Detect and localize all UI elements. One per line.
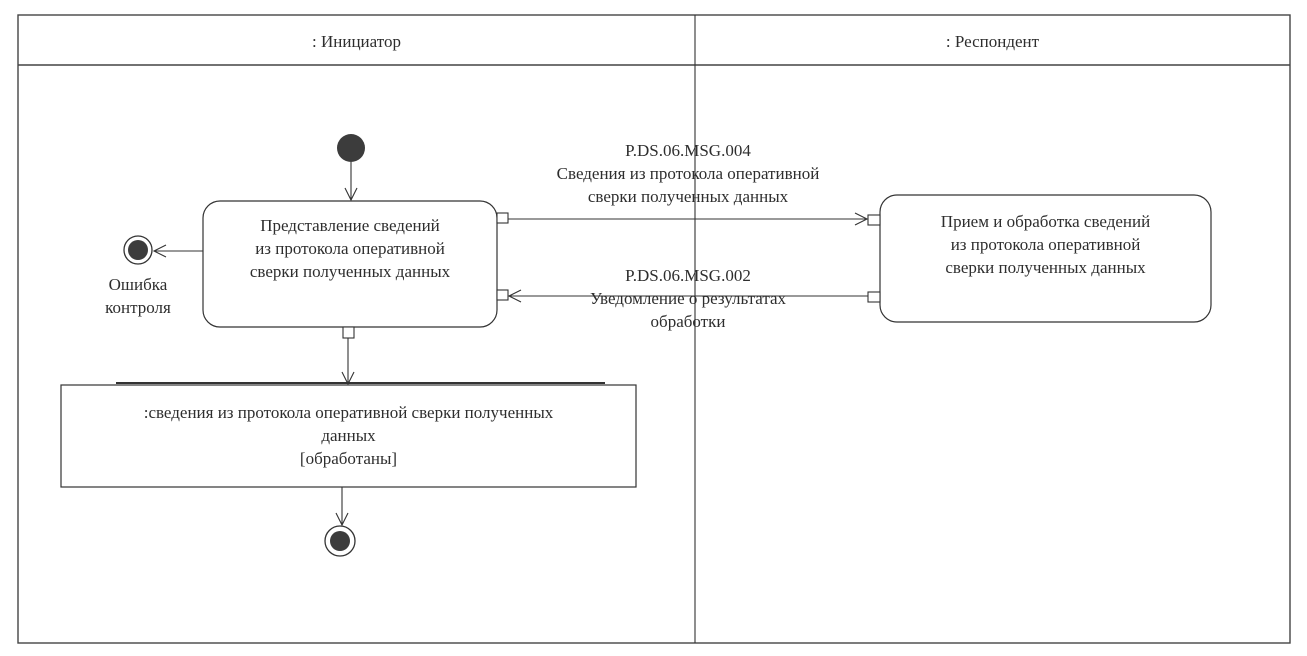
message-code: P.DS.06.MSG.004 — [625, 141, 751, 160]
arrowhead-icon — [854, 212, 869, 226]
message-text-line: Сведения из протокола оперативной — [556, 164, 820, 183]
final-node-error-ring — [123, 235, 153, 265]
object-node-box[interactable] — [60, 384, 637, 488]
object-state-label: [обработаны] — [299, 449, 398, 468]
arrowhead-icon — [152, 244, 167, 258]
output-pin-msg002 — [867, 291, 881, 303]
final-node-ring — [324, 525, 356, 557]
input-pin-msg004 — [867, 214, 881, 226]
message-label-msg002: P.DS.06.MSG.002 Уведомление о результата… — [488, 264, 888, 333]
final-label-line: Ошибка — [108, 275, 168, 294]
action-label-line: Представление сведений — [260, 216, 440, 235]
arrowhead-icon — [507, 289, 522, 303]
action-label-line: из протокола оперативной — [950, 235, 1141, 254]
final-node-error — [128, 240, 148, 260]
action-label-line: из протокола оперативной — [255, 239, 445, 258]
action-label-line: Прием и обработка сведений — [940, 212, 1151, 231]
action-label-line: сверки полученных данных — [249, 262, 451, 281]
final-label-line: контроля — [105, 298, 171, 317]
object-label-line: данных — [321, 426, 376, 445]
message-text-line: сверки полученных данных — [587, 187, 789, 206]
object-node-label: :сведения из протокола оперативной сверк… — [61, 401, 636, 470]
action-label-respondent: Прием и обработка сведений из протокола … — [880, 210, 1211, 279]
message-label-msg004: P.DS.06.MSG.004 Сведения из протокола оп… — [488, 139, 888, 208]
action-label-initiator: Представление сведений из протокола опер… — [203, 214, 497, 283]
action-label-line: сверки полученных данных — [945, 258, 1146, 277]
input-pin-msg002 — [496, 289, 509, 301]
object-label-line: :сведения из протокола оперативной сверк… — [143, 403, 554, 422]
output-pin-msg004 — [496, 212, 509, 224]
final-node-error-label: Ошибка контроля — [78, 273, 198, 319]
message-text-line: Уведомление о результатах — [589, 289, 787, 308]
final-node — [330, 531, 350, 551]
message-code: P.DS.06.MSG.002 — [625, 266, 751, 285]
lane-title-respondent: : Респондент — [945, 32, 1040, 51]
arrowhead-icon — [344, 187, 358, 202]
initial-node — [337, 134, 365, 162]
action-box-respondent[interactable] — [879, 194, 1212, 323]
output-pin-object — [342, 326, 355, 339]
arrowhead-icon — [335, 512, 349, 527]
diagram-frame — [17, 14, 1291, 644]
message-text-line: обработки — [650, 312, 726, 331]
lane-title-initiator: : Инициатор — [312, 32, 401, 51]
